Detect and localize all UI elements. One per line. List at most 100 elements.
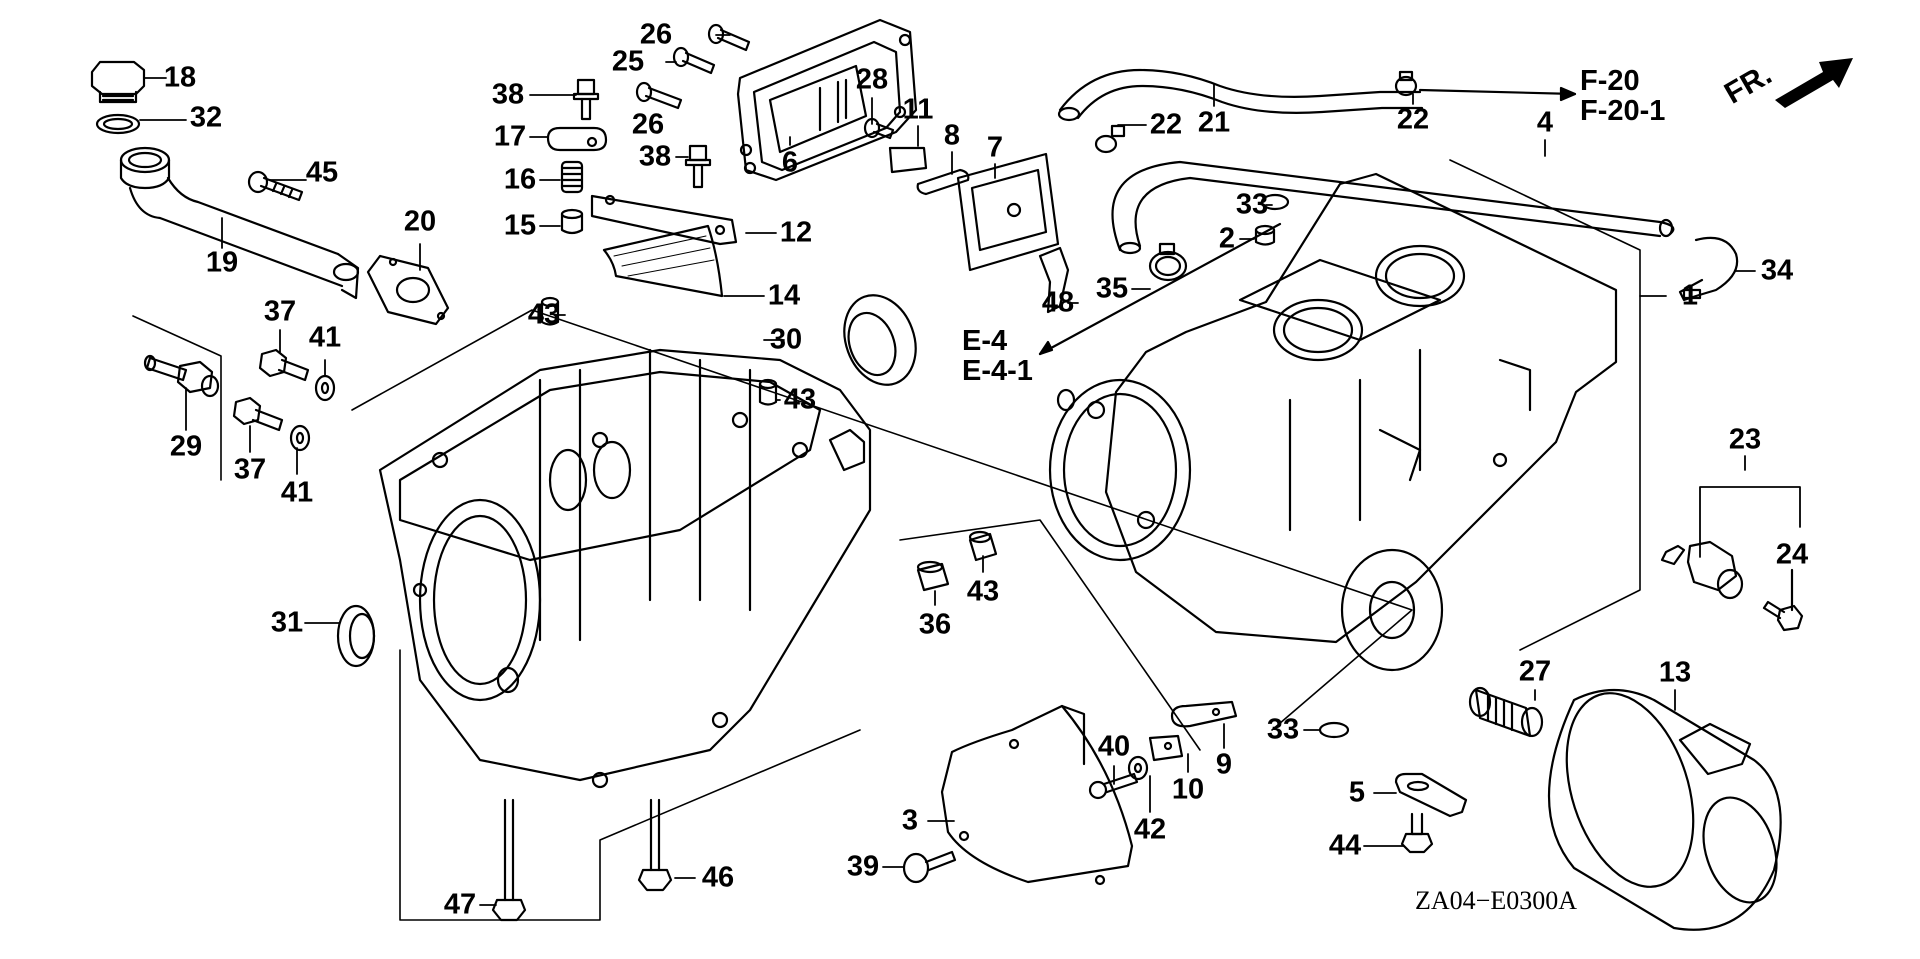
part-label-3[interactable]: 3 <box>901 804 919 837</box>
part-label-2[interactable]: 2 <box>1218 222 1236 255</box>
cross-reference-e4[interactable]: E-4 E-4-1 <box>962 326 1033 387</box>
part-label-31[interactable]: 31 <box>270 606 304 639</box>
bolt-39[interactable] <box>902 850 957 884</box>
washer-33-upper[interactable] <box>1260 193 1290 211</box>
part-label-46[interactable]: 46 <box>701 861 735 894</box>
part-label-14[interactable]: 14 <box>767 279 801 312</box>
oil-filler-pipe[interactable] <box>119 146 360 300</box>
washer-33-lower[interactable] <box>1318 721 1350 739</box>
part-label-34[interactable]: 34 <box>1760 254 1794 287</box>
part-label-13[interactable]: 13 <box>1658 656 1692 689</box>
bracket-34[interactable] <box>1678 236 1739 302</box>
dowel-36[interactable] <box>916 560 950 592</box>
part-label-42[interactable]: 42 <box>1133 813 1167 846</box>
dowel-43-upper-right[interactable] <box>758 378 778 406</box>
part-label-24[interactable]: 24 <box>1775 538 1809 571</box>
part-label-37[interactable]: 37 <box>263 295 297 328</box>
breather-hose-21[interactable] <box>1057 68 1424 122</box>
washer-42[interactable] <box>1127 755 1149 781</box>
part-label-26[interactable]: 26 <box>639 18 673 51</box>
part-label-44[interactable]: 44 <box>1328 829 1362 862</box>
part-label-22[interactable]: 22 <box>1396 103 1430 136</box>
oil-seal-30[interactable] <box>832 285 927 395</box>
part-label-26[interactable]: 26 <box>631 108 665 141</box>
bolt-37-upper[interactable] <box>258 348 310 382</box>
plate-11[interactable] <box>888 146 928 174</box>
part-label-39[interactable]: 39 <box>846 850 880 883</box>
part-label-45[interactable]: 45 <box>305 156 339 189</box>
dowel-43-lower[interactable] <box>968 530 998 562</box>
oil-seal-31[interactable] <box>336 604 376 668</box>
bolt-26-lower[interactable] <box>635 81 683 110</box>
part-label-37[interactable]: 37 <box>233 453 267 486</box>
filler-washer[interactable] <box>95 113 141 135</box>
part-label-28[interactable]: 28 <box>855 63 889 96</box>
part-label-5[interactable]: 5 <box>1348 776 1366 809</box>
bolt-38-upper[interactable] <box>572 78 600 121</box>
cylinder-block[interactable] <box>1048 172 1618 672</box>
sensor-23[interactable] <box>1660 540 1744 600</box>
bolt-45[interactable] <box>247 170 304 202</box>
bracket-48[interactable] <box>1038 246 1070 314</box>
part-label-25[interactable]: 25 <box>611 45 645 78</box>
part-label-29[interactable]: 29 <box>169 430 203 463</box>
crankcase[interactable] <box>378 348 872 789</box>
part-label-17[interactable]: 17 <box>493 120 527 153</box>
part-label-18[interactable]: 18 <box>163 61 197 94</box>
hose-4[interactable] <box>1111 160 1675 255</box>
plate-12[interactable] <box>590 194 738 246</box>
part-label-48[interactable]: 48 <box>1041 286 1075 319</box>
bolt-47[interactable] <box>491 798 527 922</box>
nipple-27[interactable] <box>1468 686 1544 738</box>
plate-17[interactable] <box>546 126 608 152</box>
oil-filler-cap[interactable] <box>90 60 146 104</box>
part-label-40[interactable]: 40 <box>1097 730 1131 763</box>
cap-15[interactable] <box>560 208 584 235</box>
clamp-22-left[interactable] <box>1094 124 1126 154</box>
part-label-41[interactable]: 41 <box>308 321 342 354</box>
part-label-41[interactable]: 41 <box>280 476 314 509</box>
plate-5[interactable] <box>1394 772 1468 818</box>
part-label-10[interactable]: 10 <box>1171 773 1205 806</box>
plate-9[interactable] <box>1170 700 1238 728</box>
gasket-8[interactable] <box>916 168 970 196</box>
part-label-21[interactable]: 21 <box>1197 106 1231 139</box>
bolt-44[interactable] <box>1400 812 1434 854</box>
part-label-23[interactable]: 23 <box>1728 423 1762 456</box>
part-label-33[interactable]: 33 <box>1266 713 1300 746</box>
part-label-33[interactable]: 33 <box>1235 188 1269 221</box>
bolt-25[interactable] <box>672 46 716 75</box>
part-label-15[interactable]: 15 <box>503 209 537 242</box>
dowel-43-upper-left[interactable] <box>540 296 560 326</box>
clamp-22-right[interactable] <box>1394 70 1418 97</box>
part-label-38[interactable]: 38 <box>638 140 672 173</box>
part-label-22[interactable]: 22 <box>1149 108 1183 141</box>
breather-cover[interactable] <box>736 18 918 182</box>
part-label-43[interactable]: 43 <box>783 383 817 416</box>
bolt-38-lower[interactable] <box>684 144 712 189</box>
part-label-4[interactable]: 4 <box>1536 106 1554 139</box>
part-label-16[interactable]: 16 <box>503 163 537 196</box>
bolt-26-top[interactable] <box>707 23 751 52</box>
part-label-32[interactable]: 32 <box>189 101 223 134</box>
filler-pipe-gasket[interactable] <box>366 254 450 326</box>
part-label-43[interactable]: 43 <box>966 575 1000 608</box>
part-label-12[interactable]: 12 <box>779 216 813 249</box>
bracket-10[interactable] <box>1148 734 1184 762</box>
oil-filter-13[interactable] <box>1544 677 1789 931</box>
bolt-46[interactable] <box>637 798 673 892</box>
screen-14[interactable] <box>602 224 724 298</box>
clamp-35[interactable] <box>1148 242 1188 282</box>
washer-41-lower[interactable] <box>289 424 311 452</box>
part-label-30[interactable]: 30 <box>769 323 803 356</box>
part-label-47[interactable]: 47 <box>443 888 477 921</box>
part-label-8[interactable]: 8 <box>943 119 961 152</box>
bolt-37-lower[interactable] <box>232 396 284 432</box>
part-label-35[interactable]: 35 <box>1095 272 1129 305</box>
bolt-24[interactable] <box>1762 600 1804 632</box>
spring-16[interactable] <box>560 160 584 194</box>
plate-7[interactable] <box>956 152 1060 272</box>
cover-3[interactable] <box>940 704 1134 886</box>
part-label-9[interactable]: 9 <box>1215 748 1233 781</box>
part-label-38[interactable]: 38 <box>491 78 525 111</box>
